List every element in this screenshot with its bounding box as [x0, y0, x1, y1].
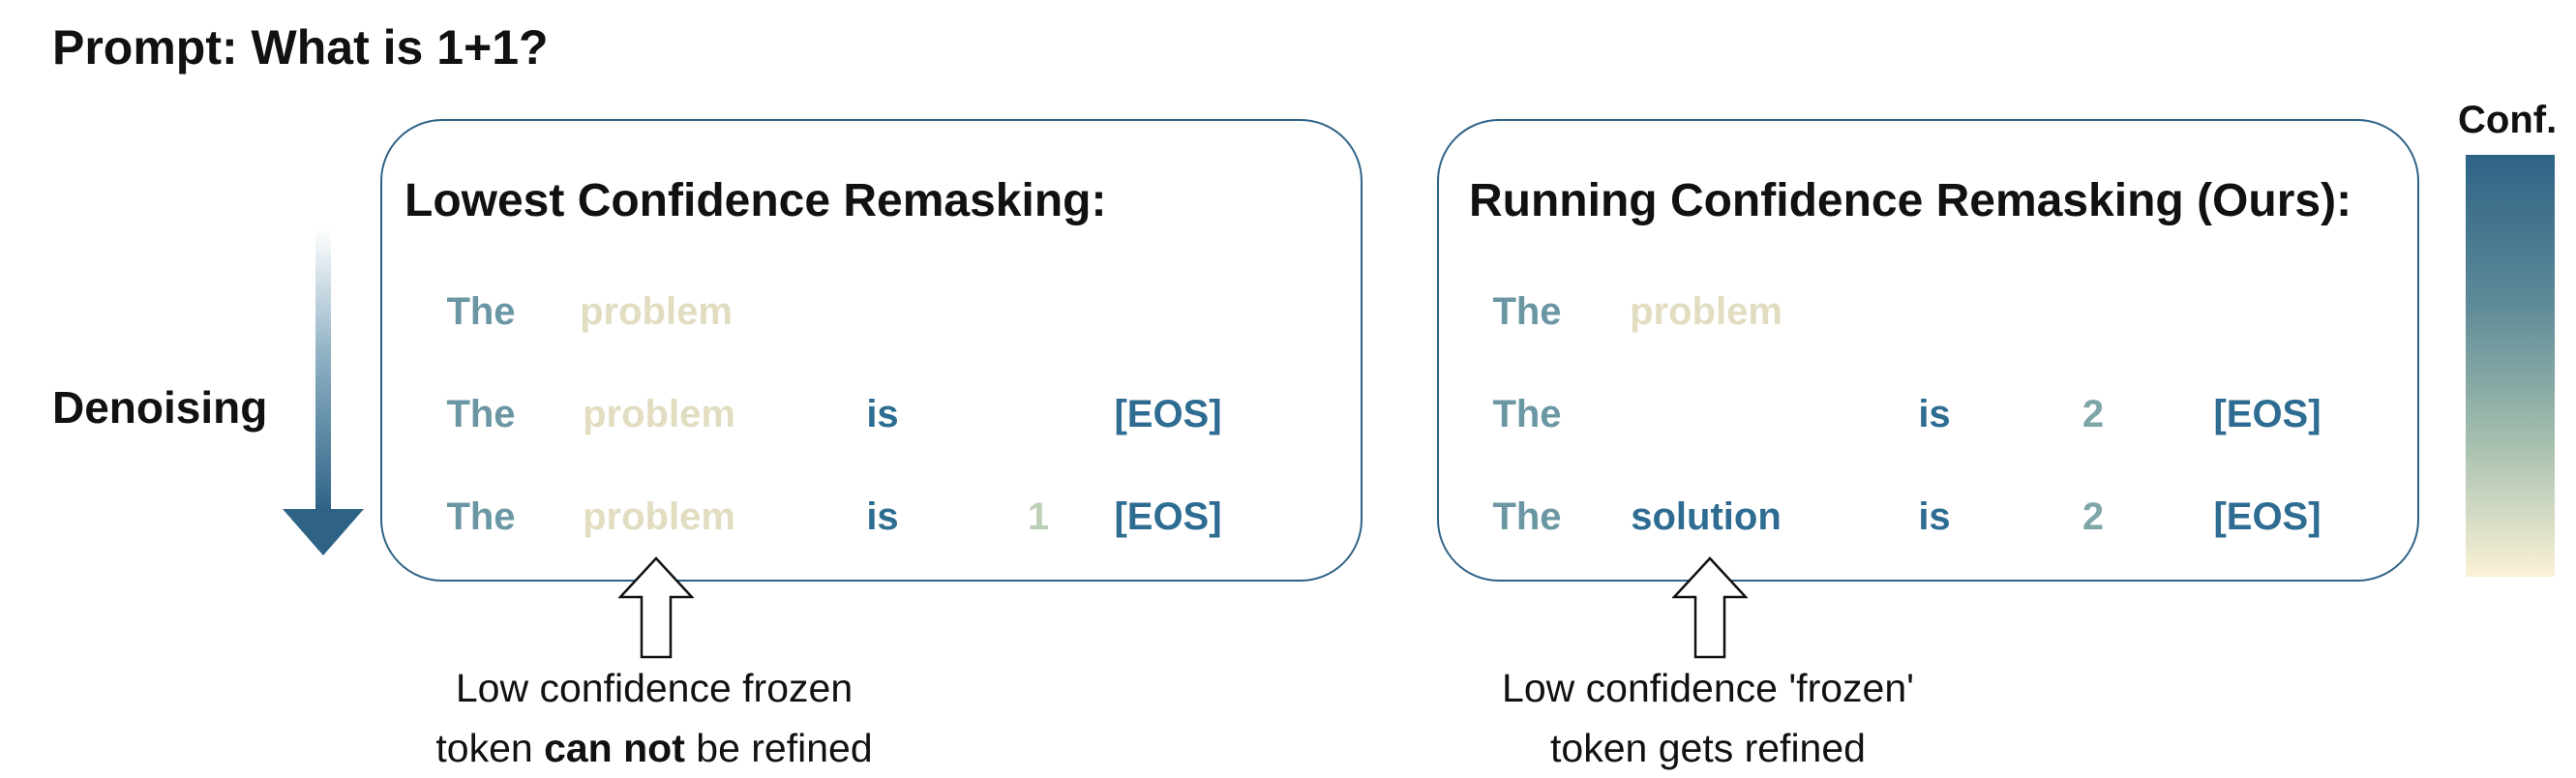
left-callout-text: Low confidence frozen token can not be r… — [435, 658, 872, 778]
left-callout-line1: Low confidence frozen — [455, 666, 854, 710]
left-panel-title: Lowest Confidence Remasking: — [404, 175, 1107, 226]
left-row2-token-problem: problem — [583, 393, 735, 435]
right-row3-token-2: 2 — [2082, 495, 2105, 538]
left-callout-line2: token can not be refined — [435, 718, 872, 778]
left-row2-token-is: is — [866, 393, 899, 435]
left-row1-token-the: The — [446, 290, 516, 333]
running-confidence-panel — [1437, 119, 2419, 582]
denoising-label: Denoising — [52, 382, 268, 433]
right-callout-line2: token gets refined — [1550, 726, 1866, 770]
left-row3-token-problem: problem — [583, 495, 735, 538]
right-callout-line1: Low confidence 'frozen' — [1502, 666, 1914, 710]
right-callout-text: Low confidence 'frozen' token gets refin… — [1502, 658, 1914, 778]
left-row3-token-1: 1 — [1027, 495, 1050, 538]
confidence-colorbar-label: Conf. — [2458, 99, 2558, 141]
left-row2-token-the: The — [446, 393, 516, 435]
right-row2-token-2: 2 — [2082, 393, 2105, 435]
lowest-confidence-panel — [380, 119, 1363, 582]
right-row2-token-eos: [EOS] — [2213, 393, 2321, 435]
denoising-arrow-icon — [283, 228, 364, 555]
left-row2-token-eos: [EOS] — [1114, 393, 1222, 435]
right-row2-token-is: is — [1918, 393, 1951, 435]
left-callout-line2-suffix: be refined — [684, 726, 873, 770]
left-row3-token-the: The — [446, 495, 516, 538]
right-panel-title: Running Confidence Remasking (Ours): — [1469, 175, 2352, 226]
left-row1-token-problem: problem — [580, 290, 733, 333]
left-row3-token-is: is — [866, 495, 899, 538]
left-callout-line2-prefix: token — [435, 726, 545, 770]
left-callout-arrow-icon — [618, 556, 694, 659]
prompt-title: Prompt: What is 1+1? — [52, 20, 549, 75]
right-row2-token-the: The — [1492, 393, 1562, 435]
right-row3-token-the: The — [1492, 495, 1562, 538]
left-callout-line2-bold: can not — [544, 726, 685, 770]
right-row1-token-problem: problem — [1630, 290, 1782, 333]
left-row3-token-eos: [EOS] — [1114, 495, 1222, 538]
confidence-colorbar — [2466, 155, 2555, 577]
right-row3-token-is: is — [1918, 495, 1951, 538]
right-row3-token-eos: [EOS] — [2213, 495, 2321, 538]
right-row3-token-solution: solution — [1631, 495, 1782, 538]
right-row1-token-the: The — [1492, 290, 1562, 333]
right-callout-arrow-icon — [1672, 556, 1748, 659]
